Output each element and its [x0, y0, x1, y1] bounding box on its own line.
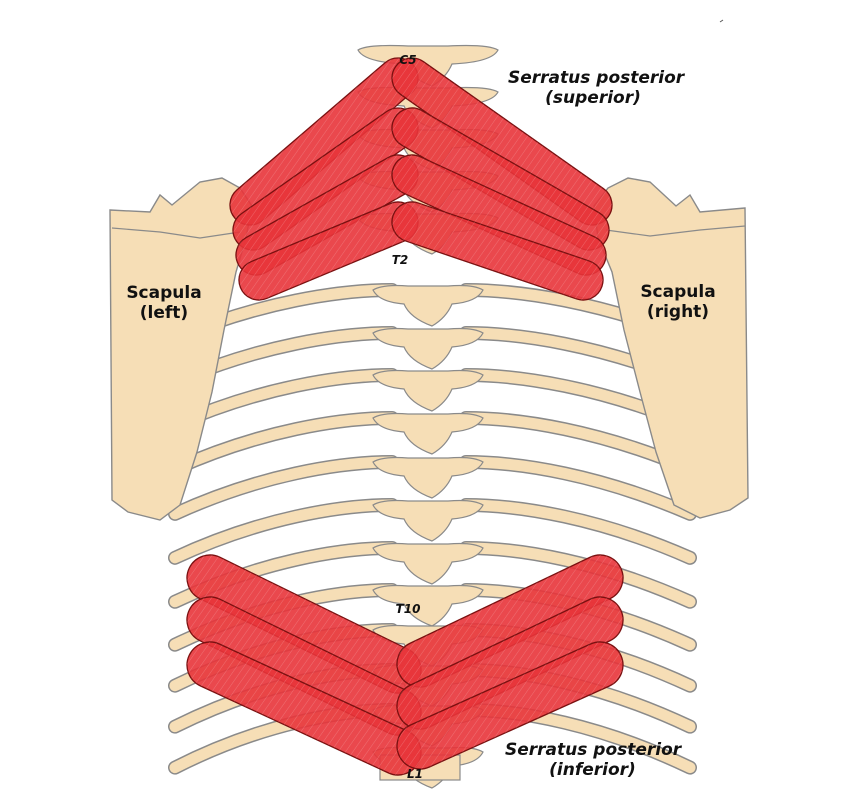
stray-mark	[720, 20, 723, 22]
vertebra	[373, 501, 483, 542]
vertebra	[373, 414, 483, 455]
vertebra	[373, 371, 483, 412]
scapula-left-line2: (left)	[114, 304, 214, 324]
vertebra-label-c5: C5	[388, 54, 428, 68]
inferior-label-line1: Serratus posterior	[505, 741, 680, 761]
scapula-right	[594, 178, 748, 518]
vertebra	[373, 544, 483, 585]
vertebra-label-l1: L1	[395, 768, 435, 782]
superior-muscle-label: Serratus posterior (superior)	[508, 69, 678, 108]
scapula-left-label: Scapula (left)	[114, 284, 214, 323]
superior-label-line1: Serratus posterior	[508, 69, 678, 89]
vertebra	[373, 286, 483, 327]
scapula-right-line1: Scapula	[628, 283, 728, 303]
scapula-left	[110, 178, 252, 520]
inferior-label-line2: (inferior)	[505, 761, 680, 781]
inferior-muscle-label: Serratus posterior (inferior)	[505, 741, 680, 780]
scapula-right-line2: (right)	[628, 303, 728, 323]
superior-label-line2: (superior)	[508, 89, 678, 109]
vertebra-label-t2: T2	[380, 254, 420, 268]
vertebra-label-t10: T10	[388, 603, 428, 617]
scapula-right-label: Scapula (right)	[628, 283, 728, 322]
scapula-left-line1: Scapula	[114, 284, 214, 304]
vertebra	[373, 329, 483, 370]
vertebra	[373, 458, 483, 499]
